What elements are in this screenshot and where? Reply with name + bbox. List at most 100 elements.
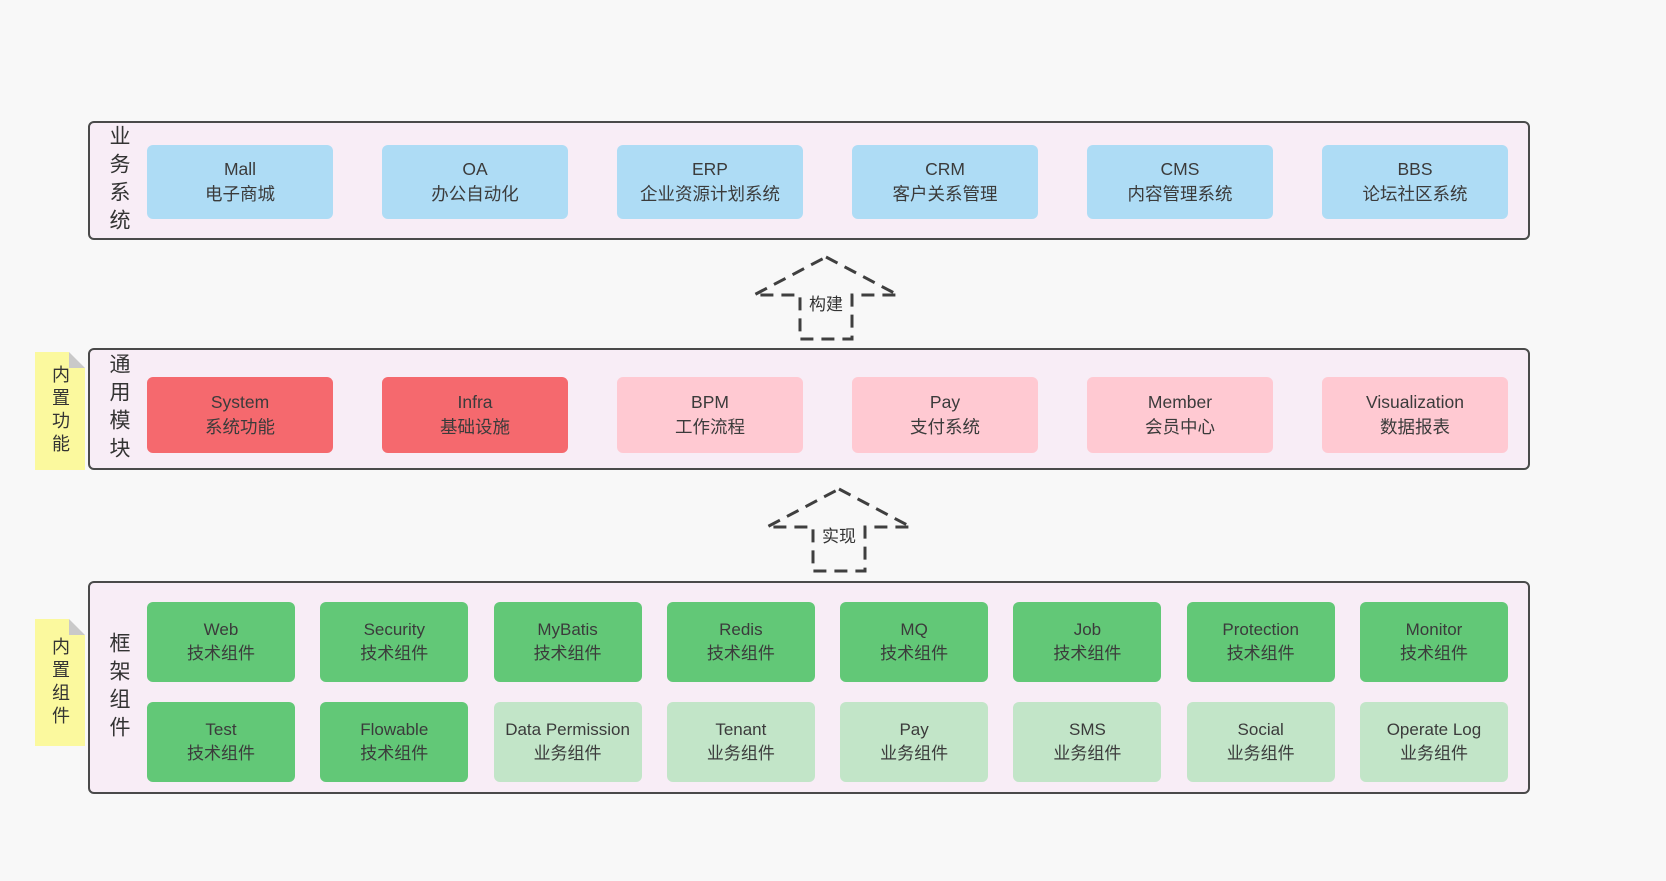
box-title: CRM [925, 159, 965, 180]
box-web: Web 技术组件 [147, 602, 295, 682]
folded-corner-icon [69, 352, 85, 368]
box-subtitle: 技术组件 [533, 644, 602, 663]
arrow-build: 构建 [746, 254, 906, 342]
up-arrow-icon [753, 255, 899, 341]
box-subtitle: 会员中心 [1145, 417, 1215, 437]
box-bpm: BPM 工作流程 [617, 377, 803, 453]
box-visualization: Visualization 数据报表 [1322, 377, 1508, 453]
layer-business-systems: 业务系统 Mall 电子商城 OA 办公自动化 ERP 企业资源计划系统 CRM… [88, 121, 1530, 240]
box-title: Operate Log [1386, 720, 1482, 740]
box-title: ERP [692, 159, 728, 180]
box-title: Protection [1222, 620, 1299, 640]
box-social: Social 业务组件 [1186, 702, 1335, 782]
box-security: Security 技术组件 [320, 602, 469, 682]
box-subtitle: 企业资源计划系统 [640, 184, 780, 204]
box-title: Tenant [715, 720, 767, 740]
box-infra: Infra 基础设施 [382, 377, 568, 453]
box-pay-business: Pay 业务组件 [840, 702, 989, 782]
up-arrow-icon [766, 487, 912, 573]
box-subtitle: 支付系统 [910, 417, 980, 437]
box-title: Visualization [1366, 392, 1464, 413]
box-title: Redis [719, 620, 763, 640]
box-subtitle: 工作流程 [675, 417, 745, 437]
box-crm: CRM 客户关系管理 [852, 145, 1038, 219]
box-title: MyBatis [537, 620, 598, 640]
arrow-label: 实现 [819, 522, 859, 547]
box-subtitle: 业务组件 [1226, 744, 1295, 763]
box-title: Pay [929, 392, 961, 413]
box-subtitle: 客户关系管理 [892, 184, 998, 204]
box-protection: Protection 技术组件 [1186, 602, 1335, 682]
box-title: Security [363, 620, 425, 640]
box-row: Web 技术组件 Security 技术组件 MyBatis 技术组件 Redi… [147, 602, 1508, 682]
box-subtitle: 技术组件 [1053, 644, 1122, 663]
layer-common-modules: 通用模块 System 系统功能 Infra 基础设施 BPM 工作流程 Pay… [88, 348, 1530, 470]
box-bbs: BBS 论坛社区系统 [1322, 145, 1508, 219]
sticky-note-builtin-features: 内置功能 [35, 352, 85, 470]
box-title: Monitor [1405, 620, 1463, 640]
folded-corner-icon [69, 619, 85, 635]
box-flowable: Flowable 技术组件 [320, 702, 469, 782]
box-data-permission: Data Permission 业务组件 [493, 702, 642, 782]
box-subtitle: 电子商城 [205, 184, 275, 204]
sticky-label: 内置功能 [50, 365, 70, 457]
box-title: Mall [223, 159, 257, 180]
box-row: Test 技术组件 Flowable 技术组件 Data Permission … [147, 702, 1508, 782]
layer-label-modules: 通用模块 [107, 353, 130, 465]
box-mq: MQ 技术组件 [840, 602, 989, 682]
layer-label-business: 业务系统 [107, 124, 130, 237]
box-subtitle: 技术组件 [1226, 644, 1295, 663]
box-subtitle: 技术组件 [187, 744, 255, 763]
box-title: BPM [691, 392, 729, 413]
box-oa: OA 办公自动化 [382, 145, 568, 219]
box-subtitle: 系统功能 [205, 417, 275, 437]
box-subtitle: 业务组件 [1399, 744, 1468, 763]
box-subtitle: 数据报表 [1380, 417, 1450, 437]
box-title: Flowable [360, 720, 429, 740]
box-title: Data Permission [505, 720, 630, 740]
box-sms: SMS 业务组件 [1013, 702, 1162, 782]
box-subtitle: 基础设施 [440, 417, 510, 437]
box-subtitle: 办公自动化 [431, 184, 519, 204]
box-subtitle: 技术组件 [880, 644, 949, 663]
box-subtitle: 技术组件 [187, 644, 255, 663]
box-subtitle: 业务组件 [1053, 744, 1122, 763]
box-title: Social [1237, 720, 1284, 740]
box-subtitle: 论坛社区系统 [1362, 184, 1468, 204]
box-subtitle: 技术组件 [360, 744, 429, 763]
box-subtitle: 业务组件 [706, 744, 775, 763]
box-operate-log: Operate Log 业务组件 [1359, 702, 1508, 782]
box-test: Test 技术组件 [147, 702, 295, 782]
box-row: Mall 电子商城 OA 办公自动化 ERP 企业资源计划系统 CRM 客户关系… [147, 145, 1508, 219]
box-title: SMS [1068, 720, 1106, 740]
box-subtitle: 技术组件 [360, 644, 429, 663]
sticky-label: 内置组件 [50, 636, 70, 729]
box-title: MQ [900, 620, 928, 640]
layer-label-framework: 框架组件 [107, 631, 130, 744]
box-title: Member [1147, 392, 1213, 413]
box-job: Job 技术组件 [1013, 602, 1162, 682]
box-title: BBS [1397, 159, 1433, 180]
box-title: Infra [457, 392, 493, 413]
arrow-label: 构建 [806, 290, 846, 315]
box-title: OA [462, 159, 488, 180]
box-title: System [210, 392, 270, 413]
box-subtitle: 技术组件 [1399, 644, 1468, 663]
box-mall: Mall 电子商城 [147, 145, 333, 219]
box-system: System 系统功能 [147, 377, 333, 453]
box-tenant: Tenant 业务组件 [666, 702, 815, 782]
box-mybatis: MyBatis 技术组件 [493, 602, 642, 682]
box-cms: CMS 内容管理系统 [1087, 145, 1273, 219]
box-subtitle: 内容管理系统 [1127, 184, 1233, 204]
box-subtitle: 技术组件 [706, 644, 775, 663]
box-title: Job [1073, 620, 1102, 640]
box-title: Test [205, 720, 237, 740]
box-subtitle: 业务组件 [533, 744, 602, 763]
box-pay: Pay 支付系统 [852, 377, 1038, 453]
sticky-note-builtin-components: 内置组件 [35, 619, 85, 746]
box-subtitle: 业务组件 [880, 744, 949, 763]
arrow-implement: 实现 [759, 486, 919, 574]
box-redis: Redis 技术组件 [666, 602, 815, 682]
layer-framework-components: 框架组件 Web 技术组件 Security 技术组件 MyBatis 技术组件… [88, 581, 1530, 794]
